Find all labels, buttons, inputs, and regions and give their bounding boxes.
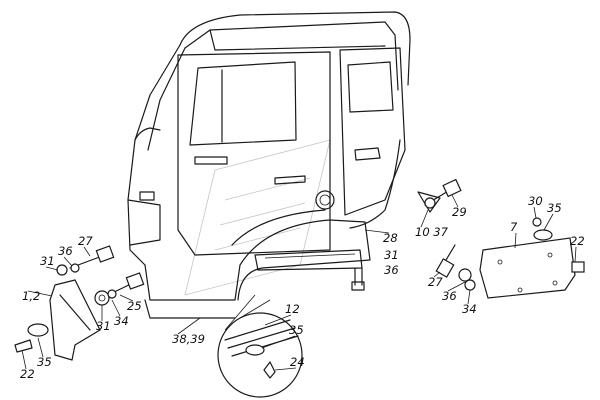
part-label-34-left: 34: [114, 314, 129, 328]
part-label-30: 30: [528, 194, 543, 208]
part-label-22-left: 22: [20, 367, 35, 381]
right-mudflap: [479, 217, 585, 299]
part-label-22-right: 22: [570, 234, 585, 248]
truck-cab: [127, 11, 411, 319]
leader-line-7: [514, 232, 517, 249]
part-label-36-left: 36: [58, 244, 73, 258]
part-label-36-mid: 36: [384, 263, 399, 277]
leader-lines: [21, 194, 577, 371]
leader-line-12: [264, 314, 292, 326]
part-label-34-right: 34: [462, 302, 477, 316]
leader-line-24: [274, 367, 297, 371]
part-label-7: 7: [510, 220, 518, 234]
part-label-27-left: 27: [78, 234, 93, 248]
part-label-10-37: 10 37: [415, 225, 449, 239]
leader-line-30: [533, 206, 537, 219]
leader-line-35-detail: [261, 335, 296, 349]
watermark-logo: [184, 139, 331, 296]
leader-line-27-right: [433, 271, 441, 278]
leader-line-35-left: [37, 337, 44, 358]
leader-line-1-2: [27, 290, 53, 297]
detail-magnifier: [217, 294, 303, 398]
left-mudflap-bracket: [14, 245, 145, 361]
part-label-24: 24: [290, 355, 305, 369]
leader-line-28: [364, 229, 390, 234]
part-label-31-left: 31: [40, 254, 55, 268]
part-label-27-right: 27: [428, 275, 443, 289]
part-label-28: 28: [383, 231, 398, 245]
part-label-35-right: 35: [547, 201, 562, 215]
leader-line-27-left: [83, 246, 91, 257]
part-label-29: 29: [452, 205, 467, 219]
part-label-35-left: 35: [37, 355, 52, 369]
leader-line-31-left: [45, 266, 59, 271]
part-label-38-39: 38,39: [172, 332, 205, 346]
part-label-35-detail: 35: [289, 323, 304, 337]
leader-line-36-right: [447, 281, 466, 292]
leader-line-36-left: [63, 256, 73, 267]
leader-line-38-39: [177, 317, 201, 335]
part-label-12: 12: [285, 302, 300, 316]
leader-line-22-right: [574, 246, 577, 263]
leader-line-10-37: [420, 209, 429, 228]
leader-line-34-right: [467, 289, 471, 305]
leader-line-22-left: [21, 349, 27, 370]
part-label-25: 25: [127, 299, 142, 313]
part-label-31-mid: 31: [384, 248, 399, 262]
part-label-31-left-lower: 31: [96, 319, 111, 333]
leader-line-29: [451, 194, 459, 208]
leader-line-25: [119, 294, 134, 302]
part-label-36-right: 36: [442, 289, 457, 303]
leader-line-34-left: [111, 299, 121, 317]
leader-line-35-right: [543, 213, 554, 231]
part-label-1-2: 1,2: [22, 289, 40, 303]
